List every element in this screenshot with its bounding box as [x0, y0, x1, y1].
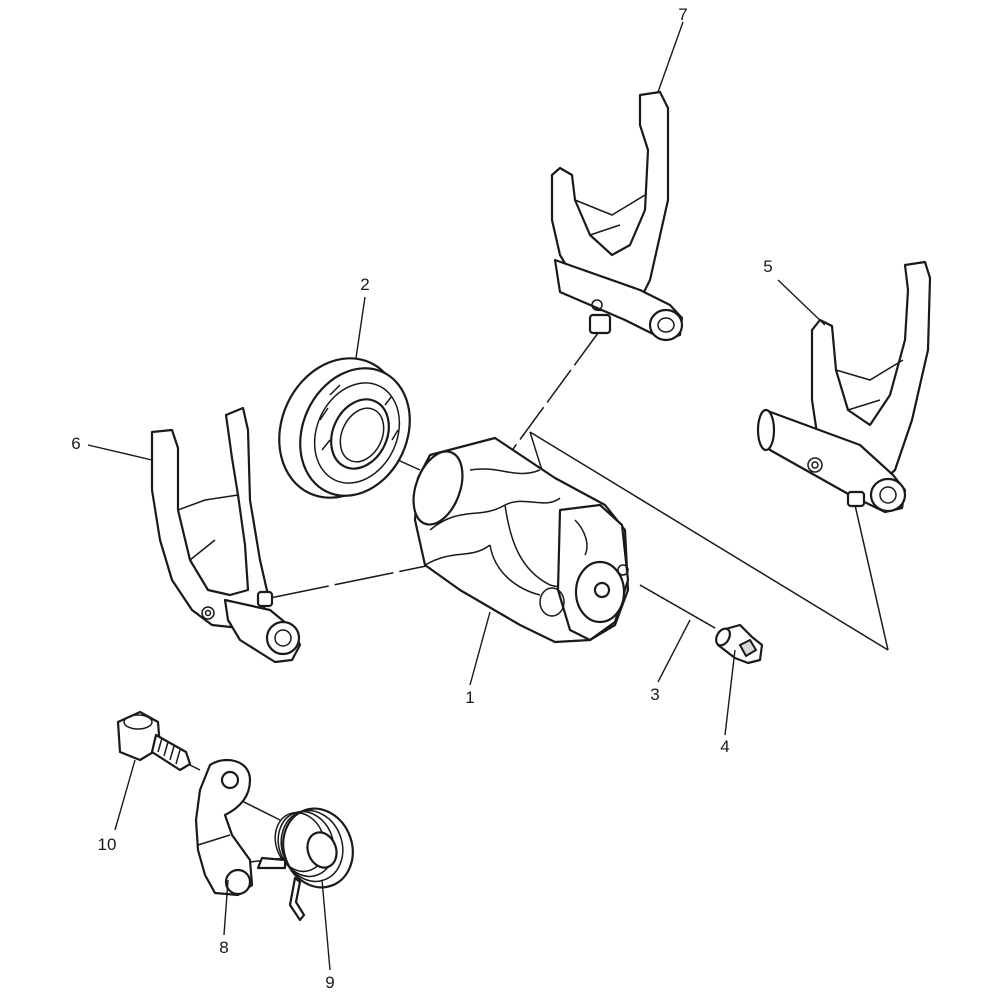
- bolt-10: [116, 710, 192, 772]
- shift-drum-1: [412, 436, 630, 644]
- callout-label-6: 6: [71, 434, 80, 453]
- torsion-spring-9: [256, 807, 354, 922]
- callout-label-8: 8: [219, 938, 228, 957]
- stopper-lever-8: [194, 758, 254, 897]
- callout-labels: 1 2 3 4 5 6 7 8 9 10: [71, 5, 772, 992]
- bearing-2: [278, 357, 411, 499]
- callout-label-5: 5: [763, 257, 772, 276]
- callout-label-1: 1: [465, 688, 474, 707]
- spring-3: [639, 584, 716, 629]
- shift-fork-5: [756, 260, 932, 514]
- callout-label-10: 10: [98, 835, 117, 854]
- callout-label-3: 3: [650, 685, 659, 704]
- callout-label-9: 9: [325, 973, 334, 992]
- shift-fork-7: [550, 90, 684, 342]
- callout-label-4: 4: [720, 737, 729, 756]
- shift-fork-6: [150, 406, 302, 664]
- callout-leaders: [87, 21, 826, 971]
- callout-label-2: 2: [360, 275, 369, 294]
- plunger-4: [715, 623, 764, 665]
- callout-label-7: 7: [678, 5, 687, 24]
